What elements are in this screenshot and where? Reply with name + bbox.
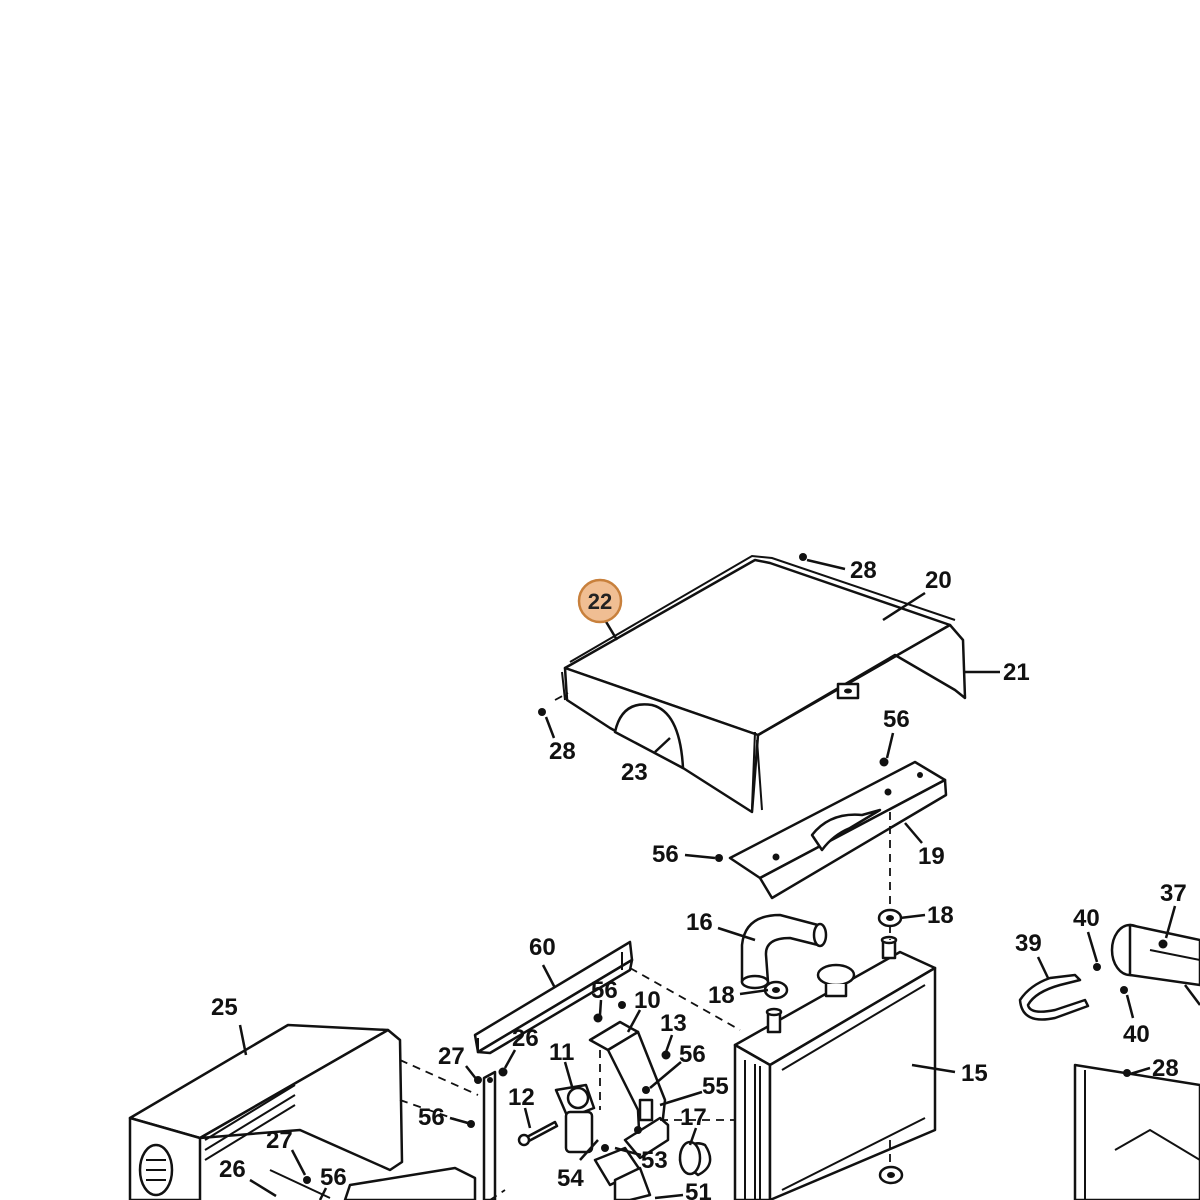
callout-56-a[interactable]: 56: [591, 977, 618, 1004]
callout-56-top[interactable]: 56: [883, 706, 910, 733]
callout-17[interactable]: 17: [680, 1104, 707, 1131]
strut: [482, 1070, 497, 1200]
callout-18-left[interactable]: 18: [708, 982, 735, 1009]
callout-25[interactable]: 25: [211, 994, 238, 1021]
callout-26-top[interactable]: 26: [512, 1025, 539, 1052]
hose-16: [740, 913, 828, 990]
callout-39[interactable]: 39: [1015, 930, 1042, 957]
grommet-bottom: [878, 1165, 904, 1185]
callout-55[interactable]: 55: [702, 1073, 729, 1100]
fuel-filter-11: [554, 1083, 596, 1154]
panel-25: [128, 1023, 404, 1200]
callout-16[interactable]: 16: [686, 909, 713, 936]
callout-22-highlight[interactable]: 22: [577, 578, 623, 624]
pump-53: [593, 1146, 652, 1200]
callout-56-c[interactable]: 56: [418, 1104, 445, 1131]
callout-40-bot[interactable]: 40: [1123, 1021, 1150, 1048]
bracket-19: [728, 760, 948, 900]
callout-12[interactable]: 12: [508, 1084, 535, 1111]
frame-lower: [343, 1166, 477, 1200]
callout-27-top[interactable]: 27: [438, 1043, 465, 1070]
fasteners: [303, 553, 1168, 1184]
callout-27-bot[interactable]: 27: [266, 1127, 293, 1154]
callout-13[interactable]: 13: [660, 1010, 687, 1037]
callout-56-d[interactable]: 56: [320, 1164, 347, 1191]
callout-15[interactable]: 15: [961, 1060, 988, 1087]
callout-28-right[interactable]: 28: [1152, 1055, 1179, 1082]
callout-11[interactable]: 11: [549, 1039, 574, 1066]
grommet-18-right: [877, 908, 903, 928]
callout-10[interactable]: 10: [634, 987, 661, 1014]
callout-54[interactable]: 54: [557, 1165, 584, 1192]
callout-28-top[interactable]: 28: [850, 557, 877, 584]
callout-60[interactable]: 60: [529, 934, 556, 961]
sensor-17: [678, 1140, 712, 1177]
bolt-12: [517, 1120, 559, 1147]
highlight-circle: [577, 578, 623, 624]
callout-56-mid[interactable]: 56: [652, 841, 679, 868]
callout-26-bot[interactable]: 26: [219, 1156, 246, 1183]
grommet-18-left: [763, 980, 789, 1000]
callout-18-right[interactable]: 18: [927, 902, 954, 929]
callout-51[interactable]: 51: [685, 1179, 712, 1200]
tank-37: [1110, 923, 1200, 987]
callout-53[interactable]: 53: [641, 1147, 668, 1174]
bar-60: [473, 940, 634, 1055]
callout-23[interactable]: 23: [621, 759, 648, 786]
callout-19[interactable]: 19: [918, 843, 945, 870]
callout-37[interactable]: 37: [1160, 880, 1187, 907]
radiator-15: [733, 935, 937, 1200]
leader-lines: [238, 558, 1200, 1200]
panel-right: [1073, 1063, 1200, 1200]
callout-22-label: 22: [588, 589, 612, 614]
hose-39: [1018, 973, 1090, 1021]
callout-labels: 28 20 21 28 23 56 19 56 16 18 18 60 25 5…: [211, 557, 1187, 1200]
callout-40-top[interactable]: 40: [1073, 905, 1100, 932]
callout-56-b[interactable]: 56: [679, 1041, 706, 1068]
callout-20[interactable]: 20: [925, 567, 952, 594]
bracket-55: [623, 1098, 670, 1160]
shroud-cover: [561, 554, 967, 814]
callout-28-left[interactable]: 28: [549, 738, 576, 765]
callout-21[interactable]: 21: [1003, 659, 1030, 686]
